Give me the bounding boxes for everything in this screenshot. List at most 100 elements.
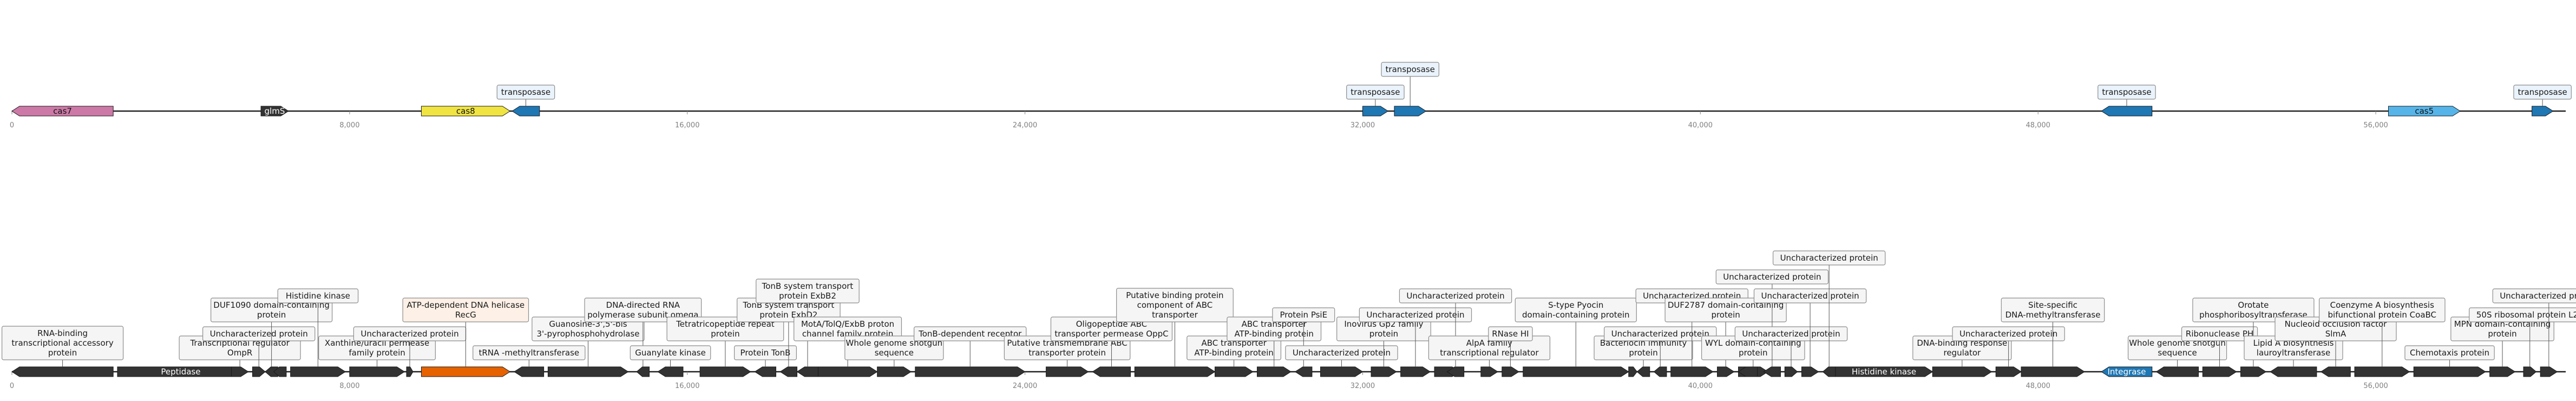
callout-box (1488, 326, 1533, 341)
gene-callout-label: Uncharacterized protein (1293, 348, 1391, 358)
callout-line: RNase HI (1492, 329, 1529, 339)
callout-line: Coenzyme A biosynthesis (2330, 300, 2434, 310)
gene-arrow (699, 366, 751, 377)
gene-callout-label: transposase (1351, 87, 1400, 97)
axis-tick-label: 48,000 (2026, 382, 2050, 390)
callout-box (2492, 288, 2576, 303)
gene-arrow (547, 366, 629, 377)
gene-arrow (1932, 366, 1992, 377)
callout-line: transporter (1152, 310, 1198, 320)
callout-line: transcriptional regulator (1440, 348, 1539, 358)
gene-callout-label: Protein PsiE (1280, 310, 1327, 320)
gene-arrow (1835, 366, 1933, 377)
callout-box (1, 326, 124, 360)
callout-box (402, 297, 529, 322)
gene-callout-label: transposase (2518, 87, 2567, 97)
callout-box (1116, 288, 1234, 322)
callout-line: protein ExbB2 (779, 291, 836, 301)
gene-arrow (1046, 366, 1089, 377)
gene-callout-label: transposase (2102, 87, 2151, 97)
gene-arrow (1371, 366, 1397, 377)
callout-line: ATP-dependent DNA helicase (407, 300, 525, 310)
axis-tick-label: 32,000 (1351, 382, 1375, 390)
callout-line: component of ABC (1137, 300, 1213, 310)
gene-arrow (2320, 366, 2351, 377)
callout-line: RNA-binding (37, 328, 88, 338)
callout-line: Orotate (2238, 300, 2269, 310)
gene-arrow (1636, 366, 1650, 377)
gene-arrow (1502, 366, 1519, 377)
callout-line: domain-containing protein (1522, 310, 1630, 320)
callout-box (1715, 269, 1829, 284)
callout-line: TonB-dependent receptor (918, 329, 1022, 339)
gene-arrow (779, 366, 797, 377)
callout-line: Uncharacterized protein (1366, 310, 1464, 320)
gene-arrow (1628, 366, 1637, 377)
gene-arrow (1670, 366, 1714, 377)
gene-label: cas8 (456, 106, 475, 116)
callout-line: Histidine kinase (286, 291, 350, 301)
callout-box (1604, 326, 1717, 341)
callout-box (1753, 288, 1867, 303)
gene-callout-label: Guanylate kinase (635, 348, 706, 358)
callout-line: Uncharacterized protein (1742, 329, 1840, 339)
gene-callout-label: transposase (1386, 64, 1435, 74)
callout-box (1952, 326, 2065, 341)
gene-callout-label: Uncharacterized protein (360, 329, 458, 339)
callout-line: protein (711, 329, 739, 339)
axis-tick-label: 8,000 (339, 382, 359, 390)
gene-label: Integrase (2107, 367, 2146, 377)
gene-label: Histidine kinase (1852, 367, 1916, 377)
gene-arrow (2101, 106, 2153, 117)
callout-box (2181, 326, 2258, 341)
gene-callout-label: transposase (501, 87, 550, 97)
gene-arrow (1394, 106, 1427, 117)
axis-tick-label: 24,000 (1013, 121, 1038, 130)
callout-line: sequence (875, 348, 914, 358)
axis-tick-label: 16,000 (675, 382, 700, 390)
gene-arrow (754, 366, 777, 377)
gene-arrow (1480, 366, 1498, 377)
gene-arrow (2540, 366, 2558, 377)
callout-line: Uncharacterized protein (1293, 348, 1391, 358)
callout-line: Ribonuclease PH (2186, 329, 2253, 339)
gene-arrow (1784, 366, 1798, 377)
gene-callout-label: 50S ribosomal protein L28 (2476, 310, 2576, 320)
gene-callout-label: Uncharacterized protein (1780, 253, 1878, 263)
gene-arrow (2270, 366, 2317, 377)
callout-line: family protein (349, 348, 405, 358)
callout-line: sequence (2158, 348, 2197, 358)
axis-tick-label: 40,000 (1688, 382, 1713, 390)
gene-arrow (2413, 366, 2486, 377)
callout-line: transporter protein (1028, 348, 1106, 358)
callout-box (2404, 345, 2495, 360)
gene-callout-label: Chemotaxis protein (2410, 348, 2489, 358)
callout-line: ATP-binding protein (1235, 329, 1314, 339)
callout-box (473, 345, 586, 360)
callout-line: lauroyltransferase (2257, 348, 2330, 358)
callout-line: transposase (2518, 87, 2567, 97)
gene-callout-label: Uncharacterized protein (1959, 329, 2057, 339)
gene-arrow (2155, 366, 2199, 377)
axis-tick-label: 16,000 (675, 121, 700, 130)
callout-line: Chemotaxis protein (2410, 348, 2489, 358)
gene-arrow (1257, 366, 1292, 377)
axis-tick-label: 56,000 (2363, 382, 2388, 390)
callout-line: Site-specific (2028, 300, 2077, 310)
axis-tick-label: 56,000 (2363, 121, 2388, 130)
gene-arrow (406, 366, 414, 377)
callout-box (914, 326, 1027, 341)
axis-tick-label: 48,000 (2026, 121, 2050, 130)
callout-box (1272, 307, 1335, 322)
callout-box (1359, 307, 1472, 322)
callout-line: Uncharacterized protein (2500, 291, 2576, 301)
callout-box (1515, 297, 1637, 322)
gene-arrow (2354, 366, 2410, 377)
callout-line: protein (257, 310, 286, 320)
